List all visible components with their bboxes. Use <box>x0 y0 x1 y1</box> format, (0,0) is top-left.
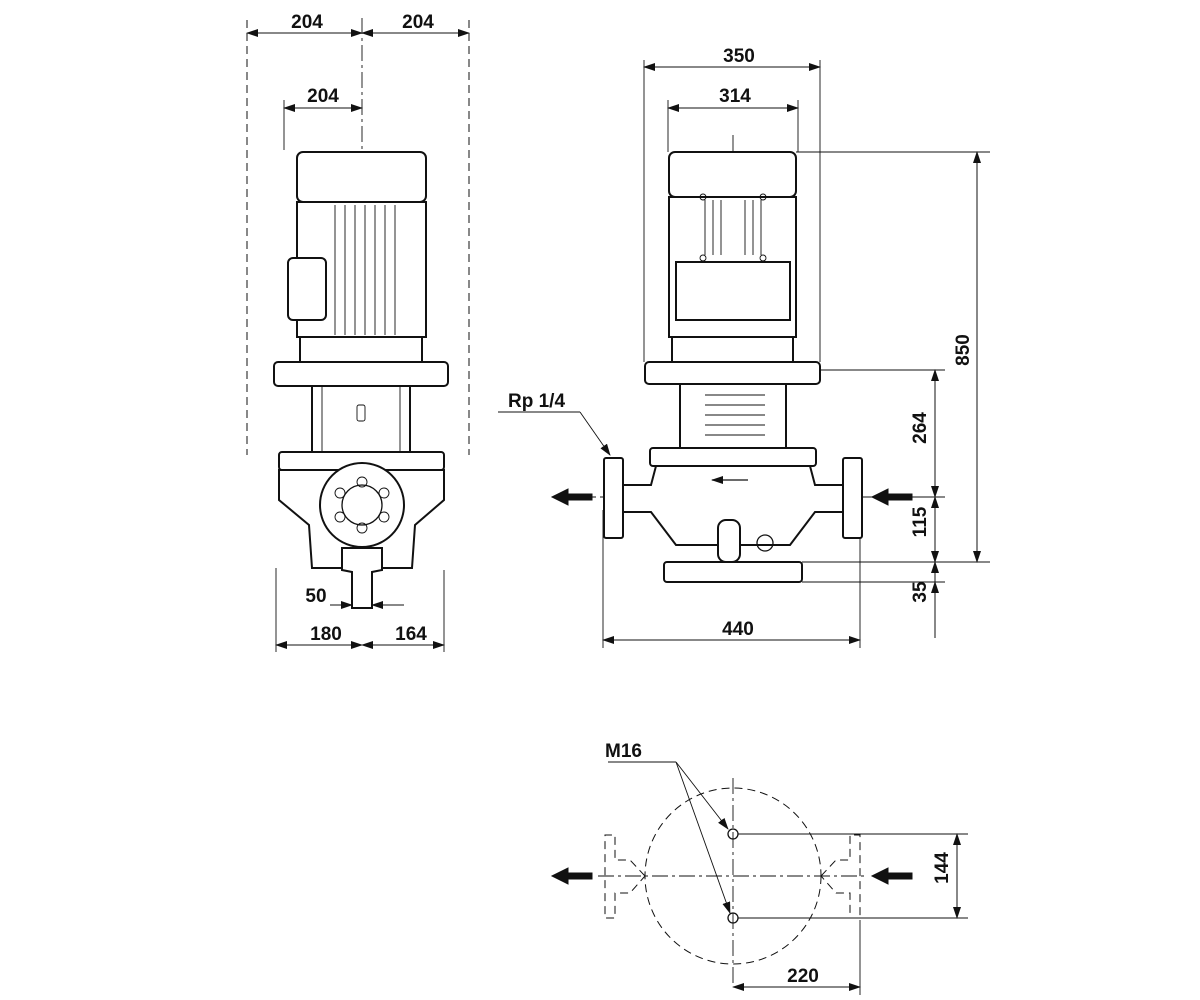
dim-side-shaft: 50 <box>305 586 326 607</box>
gauge-port-label: Rp 1/4 <box>508 391 565 412</box>
outlet-arrow <box>550 488 593 506</box>
side-view: 204 204 204 50 180 164 <box>246 12 470 652</box>
motor-fins-front <box>704 200 762 255</box>
front-view: Rp 1/4 350 314 440 850 264 115 35 <box>498 46 990 648</box>
plan-inlet-arrow <box>870 867 913 885</box>
dim-side-motor: 204 <box>307 86 339 107</box>
dim-front-width: 440 <box>722 619 754 640</box>
dim-plan-spacing: 144 <box>932 852 953 884</box>
dim-front-height-mid: 115 <box>910 506 931 537</box>
dim-front-height-upper: 264 <box>910 412 931 444</box>
dim-front-height-base: 35 <box>910 581 931 603</box>
dim-front-top-inner: 314 <box>719 86 751 107</box>
coupling-guard <box>705 394 765 436</box>
dim-front-top-outer: 350 <box>723 46 755 67</box>
dim-side-bottom-left: 180 <box>310 624 342 645</box>
dim-side-bottom-right: 164 <box>395 624 427 645</box>
dim-side-top-left: 204 <box>291 12 323 33</box>
motor-fins <box>334 205 396 335</box>
dim-side-top-right: 204 <box>402 12 434 33</box>
plan-outlet-arrow <box>550 867 593 885</box>
plan-view: M16 144 220 <box>550 741 968 995</box>
dim-front-height-total: 850 <box>953 334 974 366</box>
dim-plan-width: 220 <box>787 966 819 987</box>
bolt-label: M16 <box>605 741 642 762</box>
